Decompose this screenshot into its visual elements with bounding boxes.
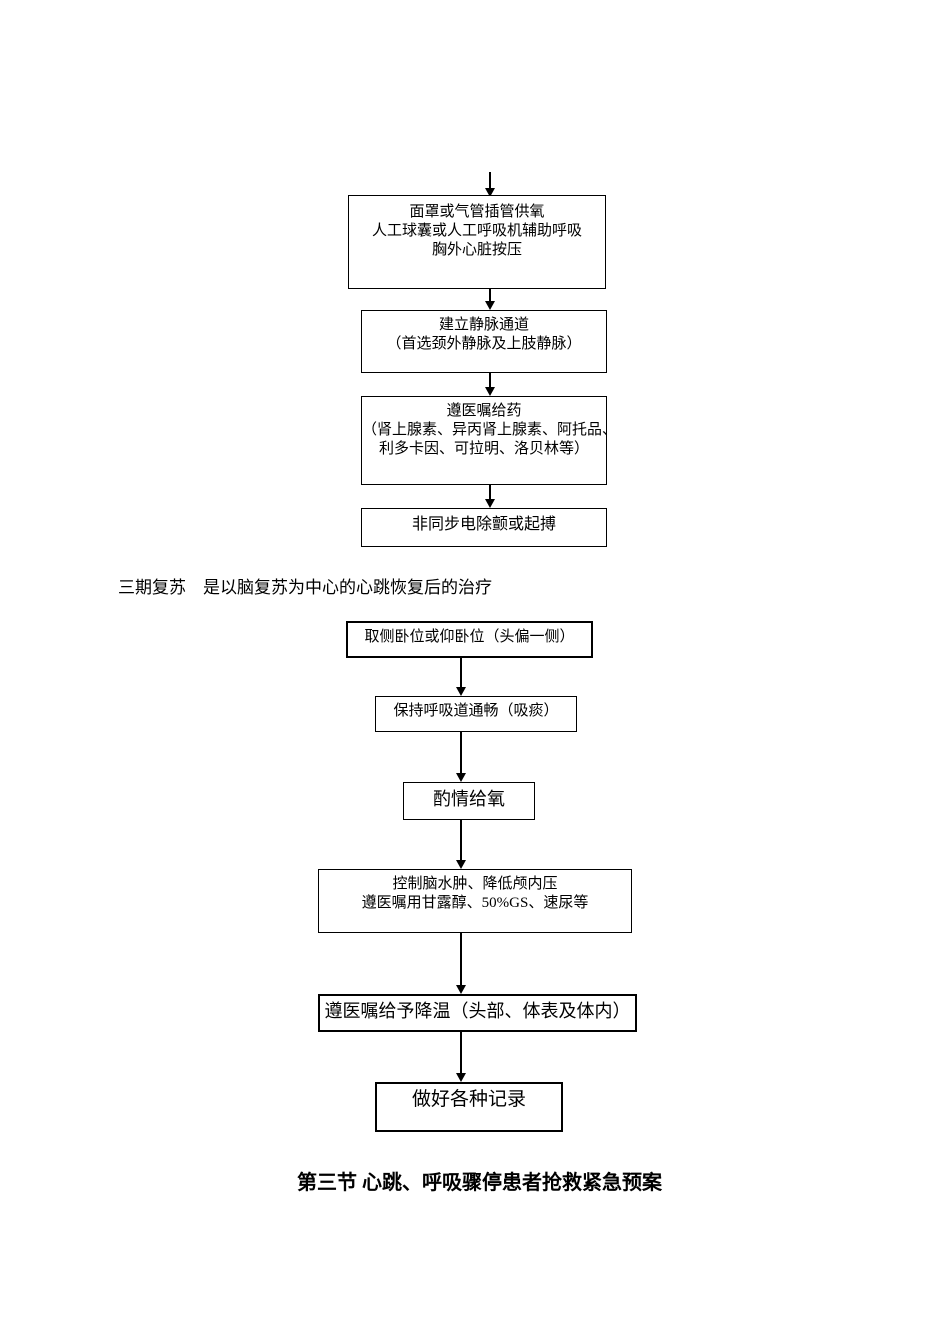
flow-step-records-box: 做好各种记录 [375, 1082, 563, 1132]
down-arrow-line [460, 1032, 462, 1075]
flow-step-text-line: 取侧卧位或仰卧位（头偏一侧） [364, 629, 575, 645]
flow-step-brain-edema-box: 控制脑水肿、降低颅内压 遵医嘱用甘露醇、50%GS、速尿等 [318, 869, 632, 933]
down-arrow-line [489, 172, 491, 190]
flow-step-text-line: （首选颈外静脉及上肢静脉） [386, 336, 582, 352]
down-arrow-head [485, 387, 495, 396]
flow-step-cooling-box: 遵医嘱给予降温（头部、体表及体内） [318, 994, 637, 1032]
flow-step-text-line: 保持呼吸道通畅（吸痰） [393, 703, 559, 719]
down-arrow-head [485, 188, 495, 197]
flow-step-text-line: 做好各种记录 [411, 1089, 526, 1110]
section-note-text: 三期复苏 是以脑复苏为中心的心跳恢复后的治疗 [118, 578, 492, 597]
flow-step-iv-access-box: 建立静脉通道 （首选颈外静脉及上肢静脉） [361, 310, 607, 373]
down-arrow-head [456, 773, 466, 782]
flow-step-airway-clear-box: 保持呼吸道通畅（吸痰） [375, 696, 577, 732]
flow-step-airway-oxygen-box: 面罩或气管插管供氧 人工球囊或人工呼吸机辅助呼吸 胸外心脏按压 [348, 195, 606, 289]
down-arrow-head [456, 687, 466, 696]
flow-step-text-line: 控制脑水肿、降低颅内压 [392, 876, 558, 892]
down-arrow-line [489, 485, 491, 501]
down-arrow-line [460, 820, 462, 862]
flow-step-text-line: （肾上腺素、异丙肾上腺素、阿托品、 [362, 422, 618, 438]
flow-step-defibrillation-box: 非同步电除颤或起搏 [361, 508, 607, 547]
down-arrow-line [460, 732, 462, 775]
flow-step-text-line: 胸外心脏按压 [431, 242, 522, 258]
flow-step-text-line: 酌情给氧 [433, 789, 505, 809]
flow-step-text-line: 人工球囊或人工呼吸机辅助呼吸 [371, 223, 582, 239]
down-arrow-head [456, 860, 466, 869]
down-arrow-head [456, 985, 466, 994]
flow-step-text-line: 遵医嘱给予降温（头部、体表及体内） [324, 1001, 631, 1021]
flow-step-oxygen-box: 酌情给氧 [403, 782, 535, 820]
section-heading: 第三节 心跳、呼吸骤停患者抢救紧急预案 [297, 1172, 662, 1194]
down-arrow-head [456, 1073, 466, 1082]
down-arrow-line [489, 373, 491, 389]
down-arrow-line [489, 289, 491, 303]
down-arrow-head [485, 301, 495, 310]
down-arrow-line [460, 933, 462, 987]
flow-step-text-line: 利多卡因、可拉明、洛贝林等） [378, 441, 589, 457]
flow-step-medication-box: 遵医嘱给药 （肾上腺素、异丙肾上腺素、阿托品、 利多卡因、可拉明、洛贝林等） [361, 396, 618, 485]
flow-step-text-line: 建立静脉通道 [438, 317, 529, 333]
flow-step-position-box: 取侧卧位或仰卧位（头偏一侧） [346, 621, 593, 658]
flow-step-text-line: 遵医嘱用甘露醇、50%GS、速尿等 [361, 895, 589, 911]
down-arrow-line [460, 658, 462, 689]
flow-step-text-line: 非同步电除颤或起搏 [411, 516, 556, 533]
flow-step-text-line: 面罩或气管插管供氧 [409, 204, 545, 220]
down-arrow-head [485, 499, 495, 508]
flow-step-text-line: 遵医嘱给药 [446, 403, 522, 419]
